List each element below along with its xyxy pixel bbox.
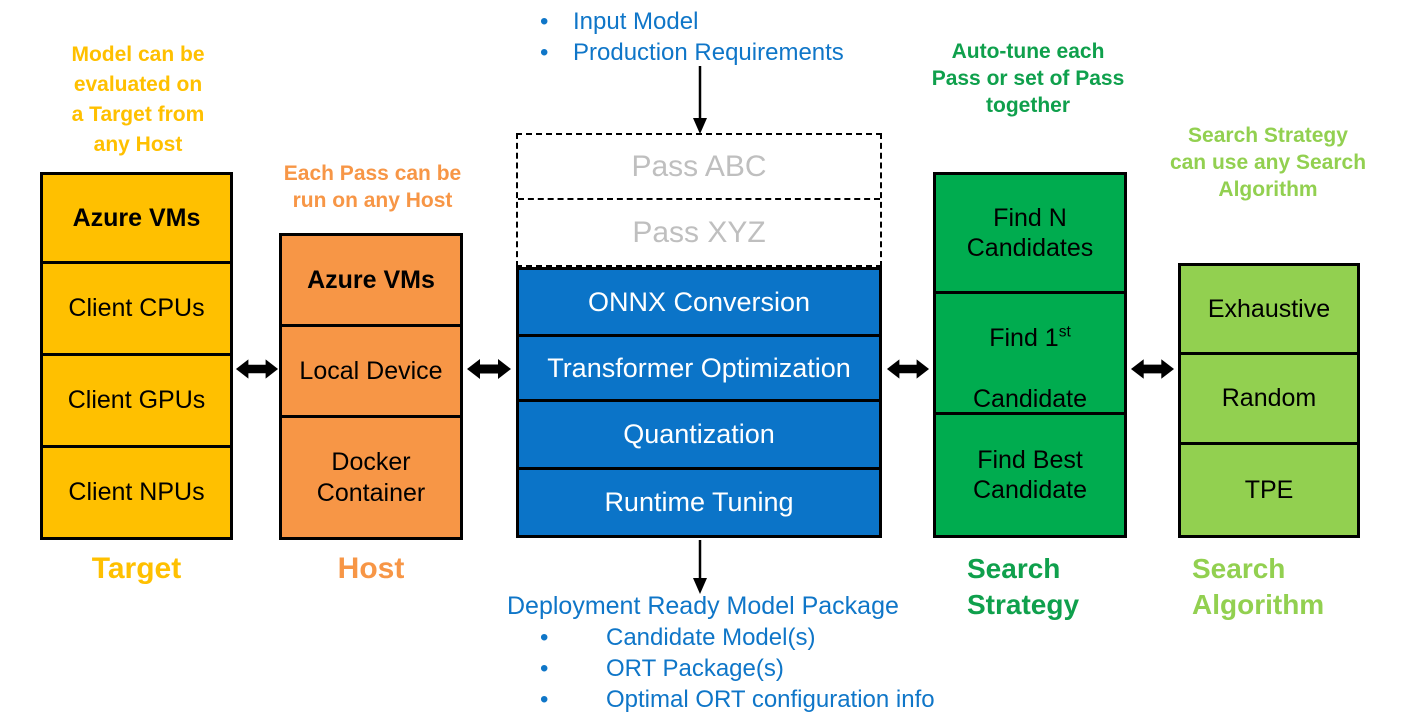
bullet-icon: • xyxy=(540,624,549,651)
host-box-azure-vms: Azure VMs xyxy=(279,233,463,327)
down-arrow-icon xyxy=(693,540,707,594)
input-item-input-model: • Input Model xyxy=(540,6,844,37)
find-first-line2: Candidate xyxy=(973,384,1087,413)
algorithm-box-tpe: TPE xyxy=(1178,442,1360,538)
output-block: Deployment Ready Model Package • Candida… xyxy=(507,591,935,714)
pass-box-transformer-optimization: Transformer Optimization xyxy=(516,334,882,402)
input-item-label: Production Requirements xyxy=(573,39,844,66)
target-box-client-cpus: Client CPUs xyxy=(40,261,233,356)
double-arrow-icon xyxy=(1130,359,1175,379)
input-item-label: Input Model xyxy=(573,8,699,35)
search-strategy-label: Search Strategy xyxy=(967,553,1080,620)
target-label: Target xyxy=(91,552,182,585)
search-algorithm-label: Search Algorithm xyxy=(1192,553,1325,620)
target-box-azure-vms: Azure VMs xyxy=(40,172,233,264)
find-first-prefix: Find 1 xyxy=(989,323,1059,352)
host-box-docker-container: Docker Container xyxy=(279,415,463,540)
find-first-superscript: st xyxy=(1058,323,1071,341)
algorithm-box-exhaustive: Exhaustive xyxy=(1178,263,1360,355)
pass-box-onnx-conversion: ONNX Conversion xyxy=(516,267,882,337)
strategy-box-find-n-candidates: Find N Candidates xyxy=(933,172,1127,294)
pass-xyz-box: Pass XYZ xyxy=(518,198,880,265)
bullet-icon: • xyxy=(540,8,549,35)
strategy-box-find-best-candidate: Find Best Candidate xyxy=(933,412,1127,538)
bullet-icon: • xyxy=(540,39,549,66)
target-stack: Azure VMs Client CPUs Client GPUs Client… xyxy=(40,172,233,540)
output-item-label: Candidate Model(s) xyxy=(606,624,816,651)
down-arrow-icon xyxy=(693,66,707,134)
output-item-ort-packages: • ORT Package(s) xyxy=(507,653,935,684)
output-item-optimal-ort-config: • Optimal ORT configuration info xyxy=(507,684,935,714)
pass-abc-box: Pass ABC xyxy=(631,149,767,183)
strategy-box-find-first-candidate: Find 1st Candidate xyxy=(933,291,1127,415)
double-arrow-icon xyxy=(235,359,279,379)
pass-box-quantization: Quantization xyxy=(516,399,882,470)
strategy-box-find-first-candidate-text: Find 1st Candidate xyxy=(973,292,1087,414)
host-box-local-device: Local Device xyxy=(279,324,463,418)
target-box-client-npus: Client NPUs xyxy=(40,445,233,540)
host-stack: Azure VMs Local Device Docker Container xyxy=(279,233,463,540)
pass-box-runtime-tuning: Runtime Tuning xyxy=(516,467,882,538)
output-item-label: Optimal ORT configuration info xyxy=(606,686,935,713)
target-note: Model can be evaluated on a Target from … xyxy=(71,43,205,156)
target-box-client-gpus: Client GPUs xyxy=(40,353,233,448)
search-strategy-note: Auto-tune each Pass or set of Pass toget… xyxy=(931,40,1125,117)
output-list: • Candidate Model(s) • ORT Package(s) • … xyxy=(507,622,935,714)
input-list: • Input Model • Production Requirements xyxy=(540,6,844,68)
output-item-candidate-models: • Candidate Model(s) xyxy=(507,622,935,653)
output-title: Deployment Ready Model Package xyxy=(507,592,899,620)
search-strategy-stack: Find N Candidates Find 1st Candidate Fin… xyxy=(933,172,1127,538)
double-arrow-icon xyxy=(886,359,930,379)
search-algorithm-stack: Exhaustive Random TPE xyxy=(1178,263,1360,538)
search-algorithm-note: Search Strategy can use any Search Algor… xyxy=(1169,124,1367,201)
host-label: Host xyxy=(337,552,405,585)
input-item-production-requirements: • Production Requirements xyxy=(540,37,844,68)
bullet-icon: • xyxy=(540,686,549,713)
double-arrow-icon xyxy=(467,359,511,379)
algorithm-box-random: Random xyxy=(1178,352,1360,445)
pass-stack: ONNX Conversion Transformer Optimization… xyxy=(516,267,882,538)
host-note: Each Pass can be run on any Host xyxy=(283,162,462,212)
output-item-label: ORT Package(s) xyxy=(606,655,784,682)
dashed-pass-stack: Pass ABC Pass XYZ xyxy=(516,133,882,267)
bullet-icon: • xyxy=(540,655,549,682)
